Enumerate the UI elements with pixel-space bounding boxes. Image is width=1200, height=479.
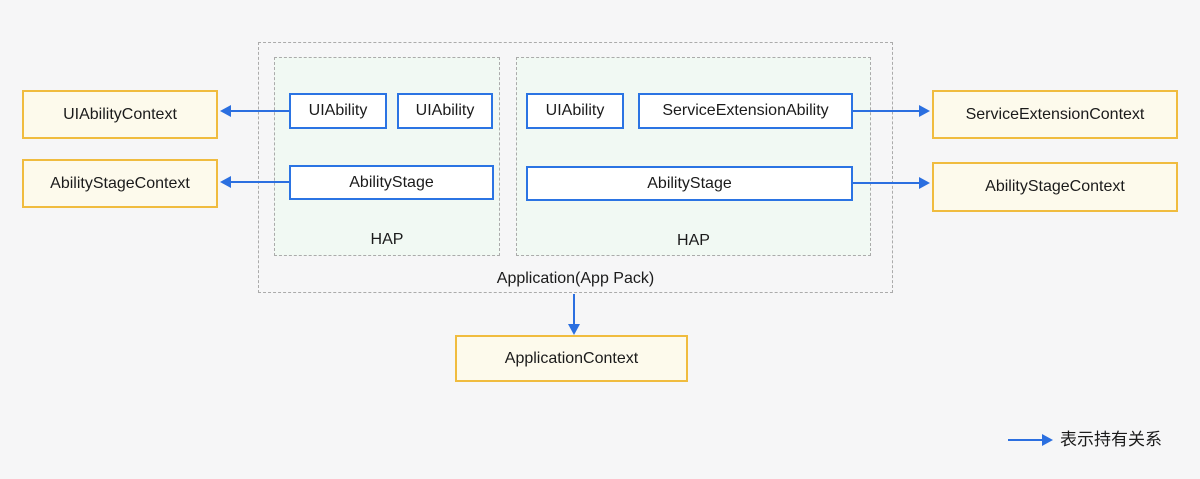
uiability-box: UIAbility <box>289 93 387 129</box>
application-container <box>258 42 893 293</box>
uiability-box: UIAbility <box>526 93 624 129</box>
uiabilitycontext-box: UIAbilityContext <box>22 90 218 139</box>
serviceextensioncontext-box: ServiceExtensionContext <box>932 90 1178 139</box>
abilitystagecontext-box-right: AbilityStageContext <box>932 162 1178 212</box>
hap-label: HAP <box>370 231 404 248</box>
serviceextensionability-box: ServiceExtensionAbility <box>638 93 853 129</box>
abilitystage-box: AbilityStage <box>289 165 494 200</box>
legend-label: 表示持有关系 <box>1060 430 1162 449</box>
applicationcontext-box: ApplicationContext <box>455 335 688 382</box>
abilitystage-box: AbilityStage <box>526 166 853 201</box>
hap-container-right <box>516 57 871 256</box>
abilitystagecontext-box-left: AbilityStageContext <box>22 159 218 208</box>
uiability-box: UIAbility <box>397 93 493 129</box>
hap-container-left <box>274 57 500 256</box>
application-label: Application(App Pack) <box>496 270 655 287</box>
hap-label: HAP <box>677 232 710 249</box>
